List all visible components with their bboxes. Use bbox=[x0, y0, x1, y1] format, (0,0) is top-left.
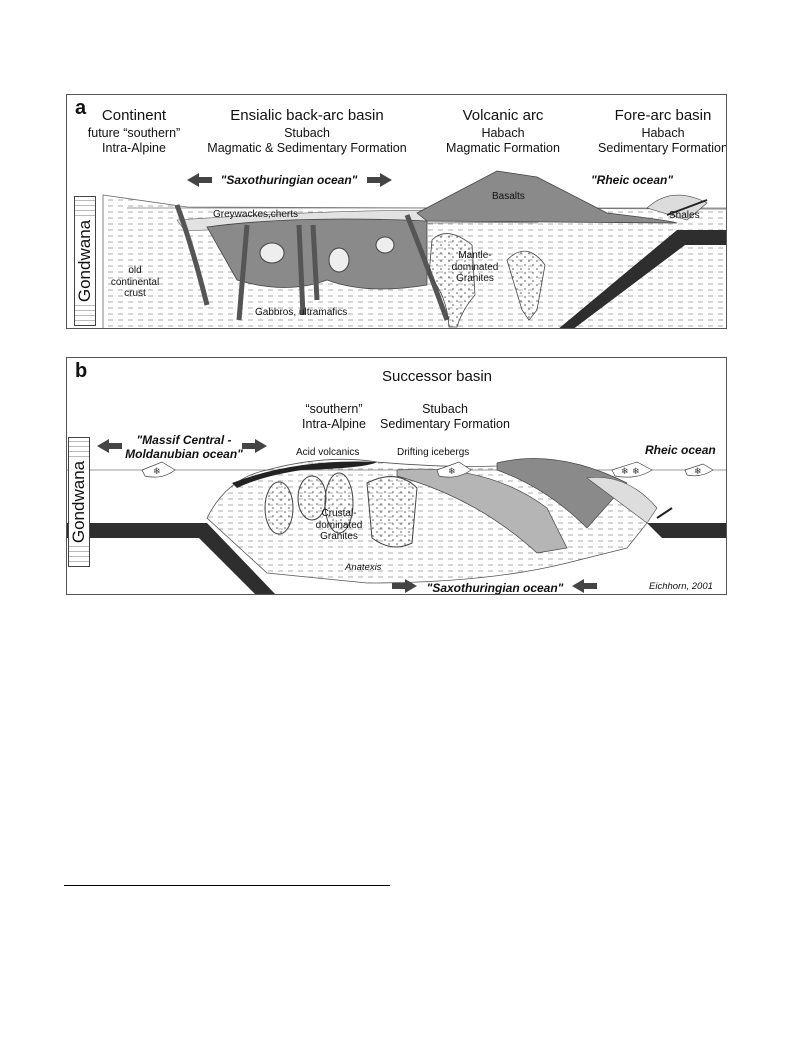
heading-backarc-sub2: Magmatic & Sedimentary Formation bbox=[207, 141, 407, 155]
arrow-bottom-right bbox=[392, 579, 417, 593]
gondwana-label-a: Gondwana bbox=[74, 196, 96, 326]
arrow-right-a bbox=[367, 173, 392, 187]
arrow-bottom-left bbox=[572, 579, 597, 593]
label-greywackes: Greywackes,cherts bbox=[213, 209, 299, 220]
crustal-granites bbox=[366, 476, 418, 548]
label-anatexis: Anatexis bbox=[345, 562, 382, 573]
acid-volcanics bbox=[232, 461, 377, 488]
heading-intra-alpine-2: Intra-Alpine bbox=[302, 417, 366, 431]
subducting-slab bbox=[559, 230, 726, 328]
heading-intra-alpine-1: “southern” bbox=[305, 402, 363, 416]
subducting-slab-b bbox=[67, 523, 276, 594]
arrow-right-b bbox=[242, 439, 267, 453]
heading-continent-sub1: future “southern” bbox=[87, 126, 181, 140]
rheic-ocean-a: "Rheic ocean" bbox=[590, 173, 674, 187]
label-shales: Shales bbox=[669, 210, 700, 221]
heading-backarc: Ensialic back-arc basin bbox=[230, 107, 384, 124]
panel-b: ❄❄ ❄❄❄ b Successor basin “southern” Intr… bbox=[66, 357, 727, 595]
mantle-granites bbox=[428, 233, 476, 328]
heading-backarc-sub1: Stubach bbox=[284, 126, 330, 140]
rheic-ocean-b: Rheic ocean bbox=[645, 443, 716, 457]
gondwana-label-b: Gondwana bbox=[68, 437, 90, 567]
arrow-left-a bbox=[187, 173, 212, 187]
heading-volcanic-arc-sub1: Habach bbox=[481, 126, 525, 140]
svg-text:❄: ❄ bbox=[632, 467, 640, 477]
svg-text:❄: ❄ bbox=[448, 467, 456, 477]
heading-forearc-sub1: Habach bbox=[641, 126, 685, 140]
heading-volcanic-arc-sub2: Magmatic Formation bbox=[446, 141, 560, 155]
snowflake-icon: ❄❄ ❄❄❄ bbox=[153, 467, 702, 477]
heading-forearc: Fore-arc basin bbox=[614, 107, 712, 124]
heading-forearc-sub2: Sedimentary Formation bbox=[598, 141, 727, 155]
panel-b-letter: b bbox=[75, 360, 88, 382]
label-basalts: Basalts bbox=[492, 191, 525, 202]
label-crustal-granites: Crustal- dominated Granites bbox=[315, 508, 363, 542]
saxothuringian-ocean-b: "Saxothuringian ocean" bbox=[426, 581, 564, 595]
heading-stubach-1: Stubach bbox=[422, 402, 468, 416]
heading-volcanic-arc: Volcanic arc bbox=[462, 107, 544, 124]
saxothuringian-ocean-a: "Saxothuringian ocean" bbox=[220, 173, 358, 187]
panel-a-cross-section bbox=[102, 170, 726, 328]
heading-continent-sub2: Intra-Alpine bbox=[102, 141, 166, 155]
heading-stubach-2: Sedimentary Formation bbox=[380, 417, 510, 431]
successor-basin-title: Successor basin bbox=[381, 368, 493, 385]
label-mantle-granites: Mantle- dominated Granites bbox=[451, 250, 499, 284]
figure-credit: Eichhorn, 2001 bbox=[649, 581, 713, 592]
panel-b-cross-section: ❄❄ ❄❄❄ bbox=[67, 439, 726, 594]
label-old-crust: old continental crust bbox=[110, 265, 160, 299]
panel-a-letter: a bbox=[75, 97, 87, 119]
svg-text:❄: ❄ bbox=[153, 467, 161, 477]
svg-text:❄: ❄ bbox=[694, 467, 702, 477]
panel-a: a Continent future “southern” Intra-Alpi… bbox=[66, 94, 727, 329]
svg-text:❄: ❄ bbox=[621, 467, 629, 477]
label-gabbros: Gabbros, ultramafics bbox=[255, 307, 348, 318]
arrow-left-b bbox=[97, 439, 122, 453]
iceberg-icon bbox=[141, 461, 714, 478]
heading-continent: Continent bbox=[101, 107, 167, 124]
basalts-volcano bbox=[416, 170, 678, 224]
footnote-rule bbox=[64, 885, 390, 886]
label-acid-volcanics: Acid volcanics bbox=[296, 447, 360, 458]
label-drifting-icebergs: Drifting icebergs bbox=[397, 447, 470, 458]
massif-central-ocean: "Massif Central - Moldanubian ocean" bbox=[125, 433, 243, 461]
